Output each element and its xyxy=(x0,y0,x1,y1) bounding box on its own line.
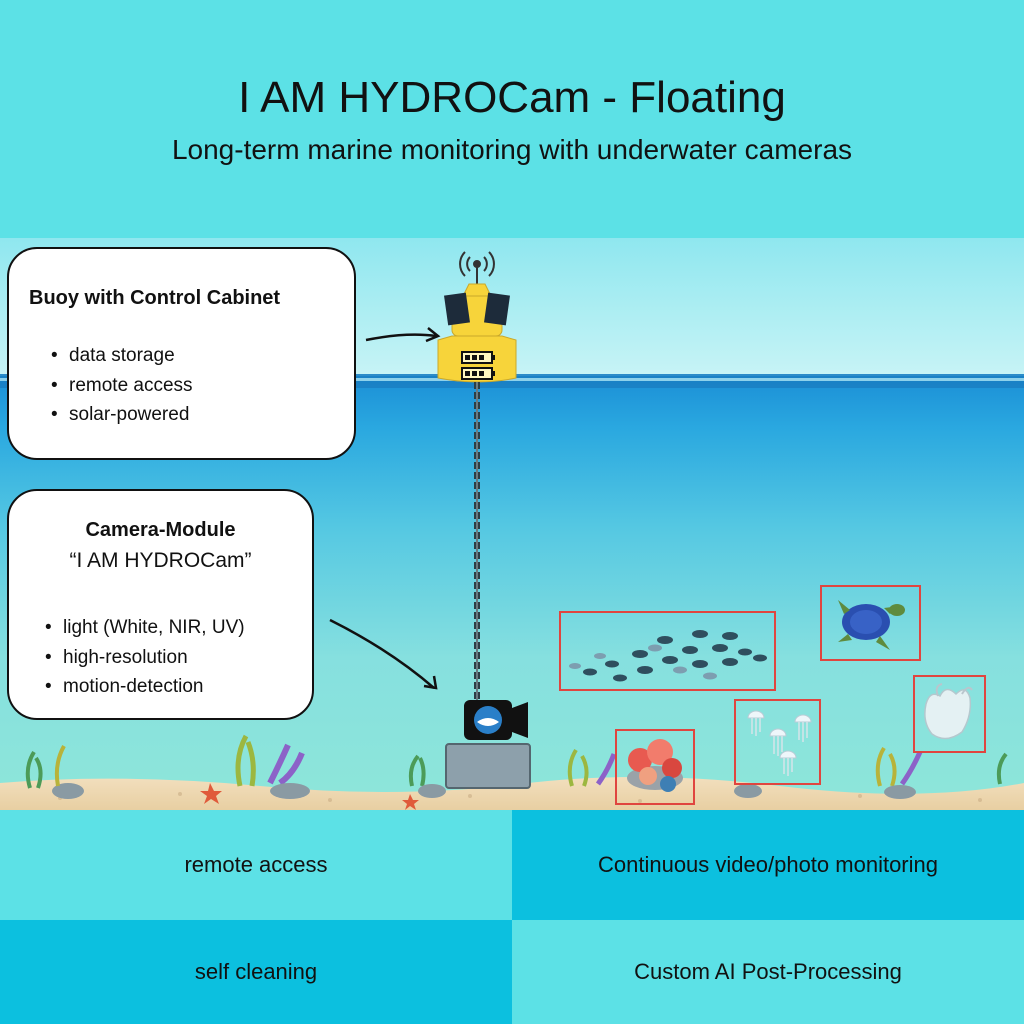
seabed xyxy=(0,776,1024,810)
list-item: motion-detection xyxy=(45,672,245,702)
detection-coral xyxy=(615,729,695,805)
solar-panel-icon xyxy=(484,292,510,326)
buoy-callout: Buoy with Control Cabinet data storage r… xyxy=(7,247,356,460)
camera-callout-title: Camera-Module xyxy=(85,519,236,541)
list-item: solar-powered xyxy=(51,400,193,430)
feature-label: Custom AI Post-Processing xyxy=(634,959,902,984)
page-subtitle: Long-term marine monitoring with underwa… xyxy=(171,134,853,165)
solar-panel-icon xyxy=(444,292,470,326)
feature-tile-continuous-monitoring: Continuous video/photo monitoring xyxy=(512,810,1024,920)
list-item: high-resolution xyxy=(45,643,245,673)
page-title: I AM HYDROCam - Floating xyxy=(238,73,786,122)
battery-icon xyxy=(461,351,495,364)
buoy xyxy=(437,283,517,383)
list-item: remote access xyxy=(51,371,193,401)
camera-base xyxy=(445,743,531,789)
detection-plastic-bag xyxy=(913,675,986,753)
buoy-feature-list: data storage remote access solar-powered xyxy=(29,341,193,430)
battery-icon xyxy=(461,367,495,380)
detection-fish-school xyxy=(559,611,776,691)
feature-tile-self-cleaning: self cleaning xyxy=(0,920,512,1024)
feature-label: Continuous video/photo monitoring xyxy=(597,852,938,877)
antenna-icon xyxy=(459,251,495,284)
feature-tile-remote-access: remote access xyxy=(0,810,512,920)
camera-callout: Camera-Module “I AM HYDROCam” light (Whi… xyxy=(7,489,314,720)
seaweed-right xyxy=(875,746,1008,799)
feature-label: remote access xyxy=(184,852,328,877)
camera-module xyxy=(445,700,531,789)
detection-sea-turtle xyxy=(820,585,921,661)
arrow-to-buoy xyxy=(365,327,441,343)
list-item: light (White, NIR, UV) xyxy=(45,613,245,643)
feature-tile-ai-post-processing: Custom AI Post-Processing xyxy=(512,920,1024,1024)
camera-feature-list: light (White, NIR, UV) high-resolution m… xyxy=(23,613,245,702)
seaweed-middle xyxy=(402,748,762,810)
arrow-to-camera xyxy=(329,618,438,690)
list-item: data storage xyxy=(51,341,193,371)
detection-jellyfish xyxy=(734,699,821,785)
header: I AM HYDROCam - Floating Long-term marin… xyxy=(0,0,1024,238)
seaweed-left xyxy=(25,734,310,804)
feature-label: self cleaning xyxy=(194,959,318,984)
buoy-callout-title: Buoy with Control Cabinet xyxy=(29,287,281,309)
camera-callout-subtitle: “I AM HYDROCam” xyxy=(69,549,252,572)
